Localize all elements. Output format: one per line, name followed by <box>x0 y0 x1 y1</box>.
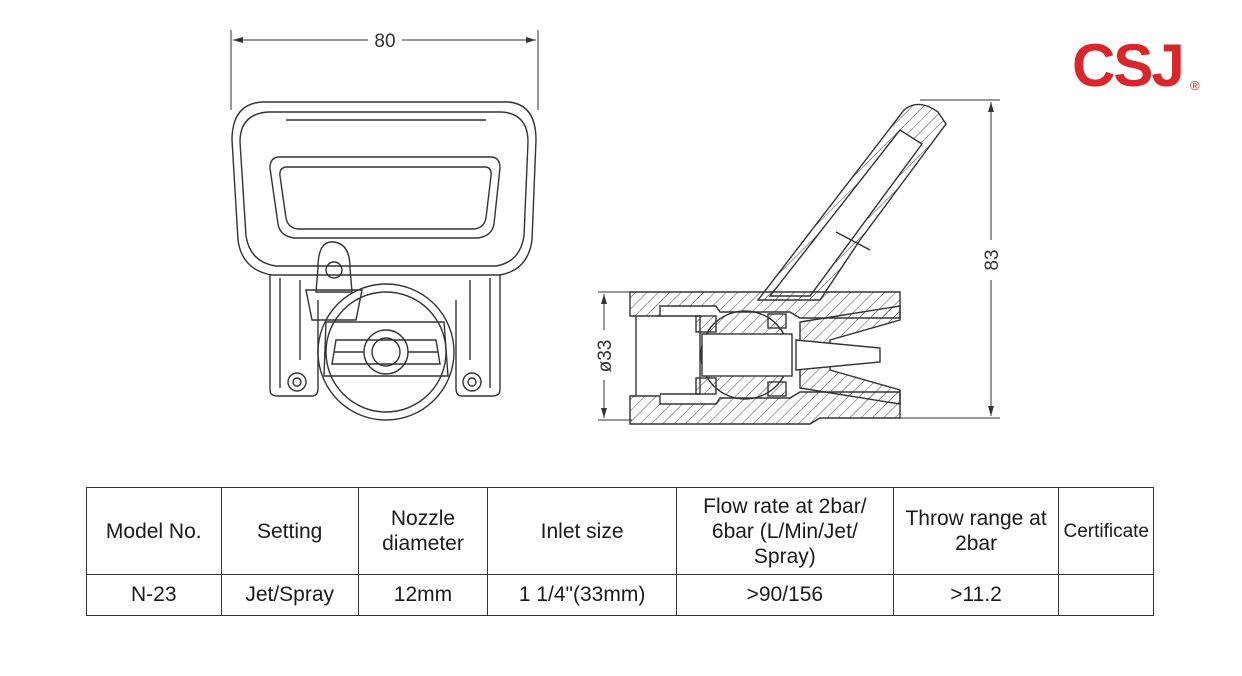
logo-text: CSJ <box>1072 32 1183 96</box>
cell-model-no: N-23 <box>86 574 222 616</box>
cell-certificate <box>1058 574 1154 616</box>
table-header-row: Model No. Setting Nozzle diameter Inlet … <box>86 487 1154 575</box>
cell-flow-rate: >90/156 <box>676 574 894 616</box>
width-dimension-label: 80 <box>374 31 395 52</box>
csj-logo: CSJ ® <box>1072 32 1200 96</box>
section-view <box>598 99 1000 425</box>
registered-mark: ® <box>1190 78 1200 93</box>
spec-table: Model No. Setting Nozzle diameter Inlet … <box>86 487 1154 616</box>
header-model-no: Model No. <box>86 487 222 575</box>
cell-throw-range: >11.2 <box>892 574 1060 616</box>
front-view <box>230 30 539 421</box>
header-inlet-size: Inlet size <box>487 487 678 575</box>
inlet-diameter-label: ø33 <box>595 340 616 373</box>
table-row: N-23 Jet/Spray 12mm 1 1/4"(33mm) >90/156… <box>86 574 1154 616</box>
header-throw-range: Throw range at 2bar <box>892 487 1060 575</box>
cell-inlet-size: 1 1/4"(33mm) <box>487 574 678 616</box>
header-flow-rate: Flow rate at 2bar/ 6bar (L/Min/Jet/ Spra… <box>676 487 894 575</box>
header-nozzle-diameter: Nozzle diameter <box>357 487 489 575</box>
technical-drawing: 80 83 ø3 <box>230 30 1003 425</box>
cell-setting: Jet/Spray <box>220 574 359 616</box>
cell-nozzle-diameter: 12mm <box>357 574 489 616</box>
header-certificate: Certificate <box>1058 487 1154 575</box>
header-setting: Setting <box>220 487 359 575</box>
height-dimension-label: 83 <box>982 249 1003 270</box>
